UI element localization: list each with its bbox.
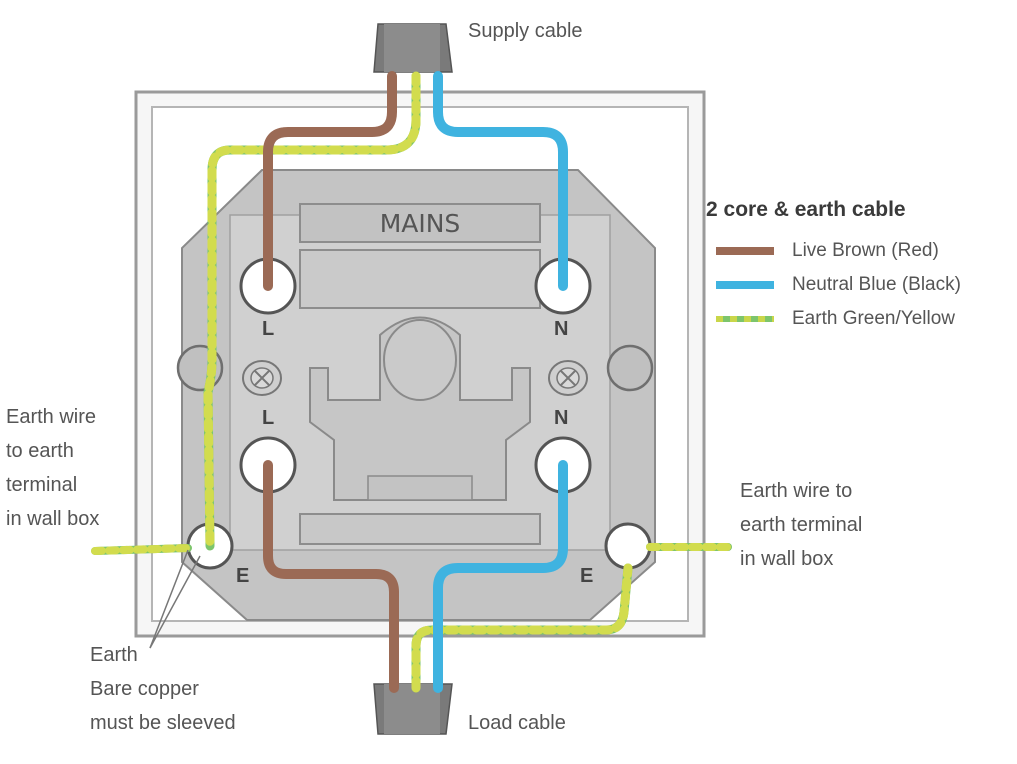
earth-right-label: Earth wire to earth terminal in wall box (740, 474, 862, 576)
legend-label-earth: Earth Green/Yellow (792, 308, 956, 329)
rocker-circle (383, 319, 457, 401)
legend-item-live: Live Brown (Red) (716, 236, 939, 266)
rocker-tab (367, 475, 473, 501)
terminal-earth-right (604, 522, 652, 570)
earth-wires (91, 71, 732, 693)
earth-left-line-4: in wall box (6, 508, 100, 530)
mains-label: MAINS (380, 209, 461, 238)
live-wire-supply (263, 71, 397, 291)
screw-x-left (242, 360, 282, 396)
earth-right-line-3: in wall box (740, 548, 834, 570)
legend-label-neutral: Neutral Blue (Black) (792, 274, 961, 295)
neutral-wires (433, 71, 568, 693)
bottom-bar (299, 513, 541, 545)
earth-left-label: Earth wire to earth terminal in wall box (6, 400, 99, 536)
screw-x-right (548, 360, 588, 396)
bare-copper-pointers (149, 549, 201, 649)
earth-right-line-1: Earth wire to (740, 480, 853, 502)
earth-left-line-3: terminal (6, 474, 78, 496)
terminal-letter-live-top: L (262, 318, 274, 340)
bare-copper-line-1: Earth (90, 644, 138, 666)
earth-left-line-2: to earth (6, 440, 74, 462)
terminal-letter-earth-left: E (236, 565, 249, 587)
neutral-swatch (716, 281, 774, 289)
load-cable-label: Load cable (468, 712, 566, 734)
terminal-window (299, 249, 541, 309)
live-swatch (716, 247, 774, 255)
terminal-letter-neutral-bottom: N (554, 407, 568, 429)
switch-rocker (309, 316, 531, 501)
bare-copper-line-2: Bare copper (90, 678, 199, 700)
legend-item-earth: Earth Green/Yellow (716, 304, 955, 334)
terminal-letter-earth-right: E (580, 565, 593, 587)
earth-swatch (716, 316, 774, 322)
neutral-wire-supply (433, 71, 568, 291)
legend-title: 2 core & earth cable (706, 198, 906, 221)
mount-screw-right (606, 344, 654, 392)
live-wires (263, 71, 399, 693)
bare-copper-label: Earth Bare copper must be sleeved (90, 638, 236, 740)
legend-label-live: Live Brown (Red) (792, 240, 939, 261)
bare-copper-line-3: must be sleeved (90, 712, 236, 734)
legend-item-neutral: Neutral Blue (Black) (716, 270, 961, 300)
live-wire-load (263, 460, 399, 693)
neutral-wire-load (433, 460, 568, 693)
mains-label-box (299, 203, 541, 243)
earth-right-line-2: earth terminal (740, 514, 863, 536)
terminal-letter-neutral-top: N (554, 318, 568, 340)
earth-left-line-1: Earth wire (6, 406, 97, 428)
terminal-letter-live-bottom: L (262, 407, 274, 429)
supply-cable-label: Supply cable (468, 20, 583, 42)
